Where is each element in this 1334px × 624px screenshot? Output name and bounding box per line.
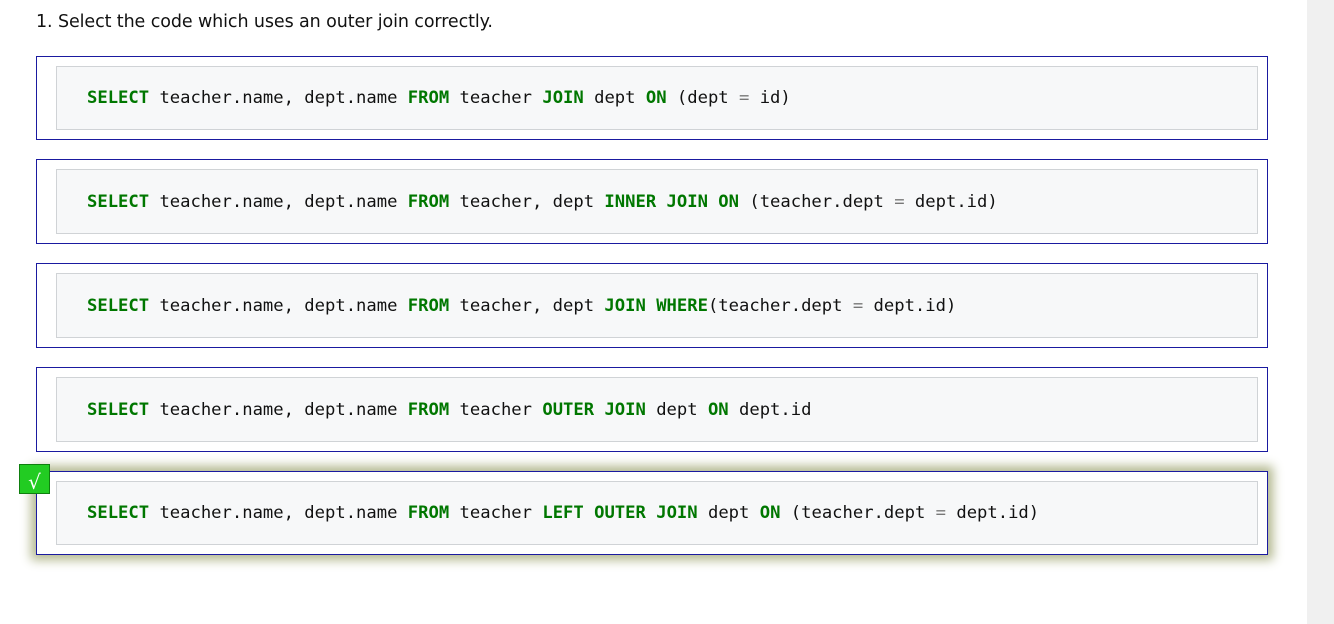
sql-keyword: SELECT [87, 295, 150, 316]
checkmark-icon: √ [19, 464, 50, 494]
sql-text: dept.id) [946, 503, 1040, 523]
answer-option-5[interactable]: SELECT teacher.name, dept.name FROM teac… [36, 471, 1268, 555]
sql-text: teacher, dept [449, 295, 605, 316]
sql-text [584, 503, 594, 523]
sql-keyword: OUTER [594, 503, 646, 523]
sql-text: teacher.name, dept.name [149, 503, 408, 523]
sql-operator: = [894, 191, 905, 212]
sql-text: teacher.name, dept.name [149, 295, 408, 316]
sql-text: teacher [449, 88, 543, 108]
sql-text: teacher.name, dept.name [149, 399, 408, 420]
sql-keyword: SELECT [87, 191, 150, 212]
code-snippet: SELECT teacher.name, dept.name FROM teac… [56, 481, 1258, 545]
sql-text: teacher.name, dept.name [149, 191, 408, 212]
sql-keyword: FROM [407, 191, 450, 212]
sql-text: dept.id) [863, 295, 957, 316]
sql-operator: = [935, 503, 946, 523]
code-snippet: SELECT teacher.name, dept.name FROM teac… [56, 66, 1258, 130]
code-snippet: SELECT teacher.name, dept.name FROM teac… [56, 169, 1258, 234]
answer-option-2[interactable]: SELECT teacher.name, dept.name FROM teac… [36, 159, 1268, 244]
sql-text: teacher [449, 399, 543, 420]
sql-keyword: JOIN [542, 88, 584, 108]
sql-text [656, 192, 666, 212]
sql-keyword: SELECT [87, 503, 150, 523]
sql-keyword: FROM [407, 399, 450, 420]
sql-keyword: ON [759, 503, 781, 523]
sql-text: dept.id) [904, 191, 998, 212]
sql-text [594, 400, 604, 420]
answer-option-3[interactable]: SELECT teacher.name, dept.name FROM teac… [36, 263, 1268, 348]
sql-keyword: INNER [604, 191, 657, 212]
sql-keyword: ON [645, 88, 667, 108]
sql-text: dept [583, 88, 646, 108]
sql-text: dept [645, 399, 708, 420]
code-snippet: SELECT teacher.name, dept.name FROM teac… [56, 273, 1258, 338]
sql-text: (teacher.dept [780, 503, 936, 523]
answer-option-1[interactable]: SELECT teacher.name, dept.name FROM teac… [36, 56, 1268, 140]
sql-text: (teacher.dept [707, 295, 853, 316]
sql-keyword: JOIN [604, 295, 646, 316]
sql-text [708, 192, 718, 212]
sql-keyword: ON [718, 191, 739, 212]
sql-keyword: SELECT [87, 399, 150, 420]
sql-keyword: OUTER [542, 399, 595, 420]
sql-text: (dept [666, 88, 739, 108]
vertical-scrollbar[interactable] [1307, 0, 1334, 624]
sql-text: teacher, dept [449, 191, 605, 212]
sql-operator: = [852, 295, 864, 316]
sql-keyword: JOIN [656, 503, 698, 523]
question-text: 1. Select the code which uses an outer j… [36, 12, 493, 32]
sql-keyword: JOIN [604, 399, 646, 420]
sql-text: teacher.name, dept.name [149, 88, 408, 108]
sql-text: dept.id [728, 399, 812, 420]
answer-option-4[interactable]: SELECT teacher.name, dept.name FROM teac… [36, 367, 1268, 452]
sql-keyword: SELECT [87, 88, 150, 108]
code-snippet: SELECT teacher.name, dept.name FROM teac… [56, 377, 1258, 442]
sql-keyword: FROM [407, 295, 450, 316]
sql-operator: = [738, 88, 750, 108]
sql-keyword: WHERE [656, 295, 708, 316]
sql-text [646, 503, 656, 523]
sql-keyword: ON [707, 399, 729, 420]
sql-text [646, 296, 656, 316]
sql-keyword: JOIN [666, 191, 708, 212]
sql-keyword: FROM [407, 503, 450, 523]
sql-keyword: LEFT [542, 503, 584, 523]
sql-keyword: FROM [407, 88, 450, 108]
sql-text: dept [697, 503, 760, 523]
sql-text: teacher [449, 503, 543, 523]
sql-text: (teacher.dept [739, 191, 895, 212]
sql-text: id) [749, 88, 791, 108]
